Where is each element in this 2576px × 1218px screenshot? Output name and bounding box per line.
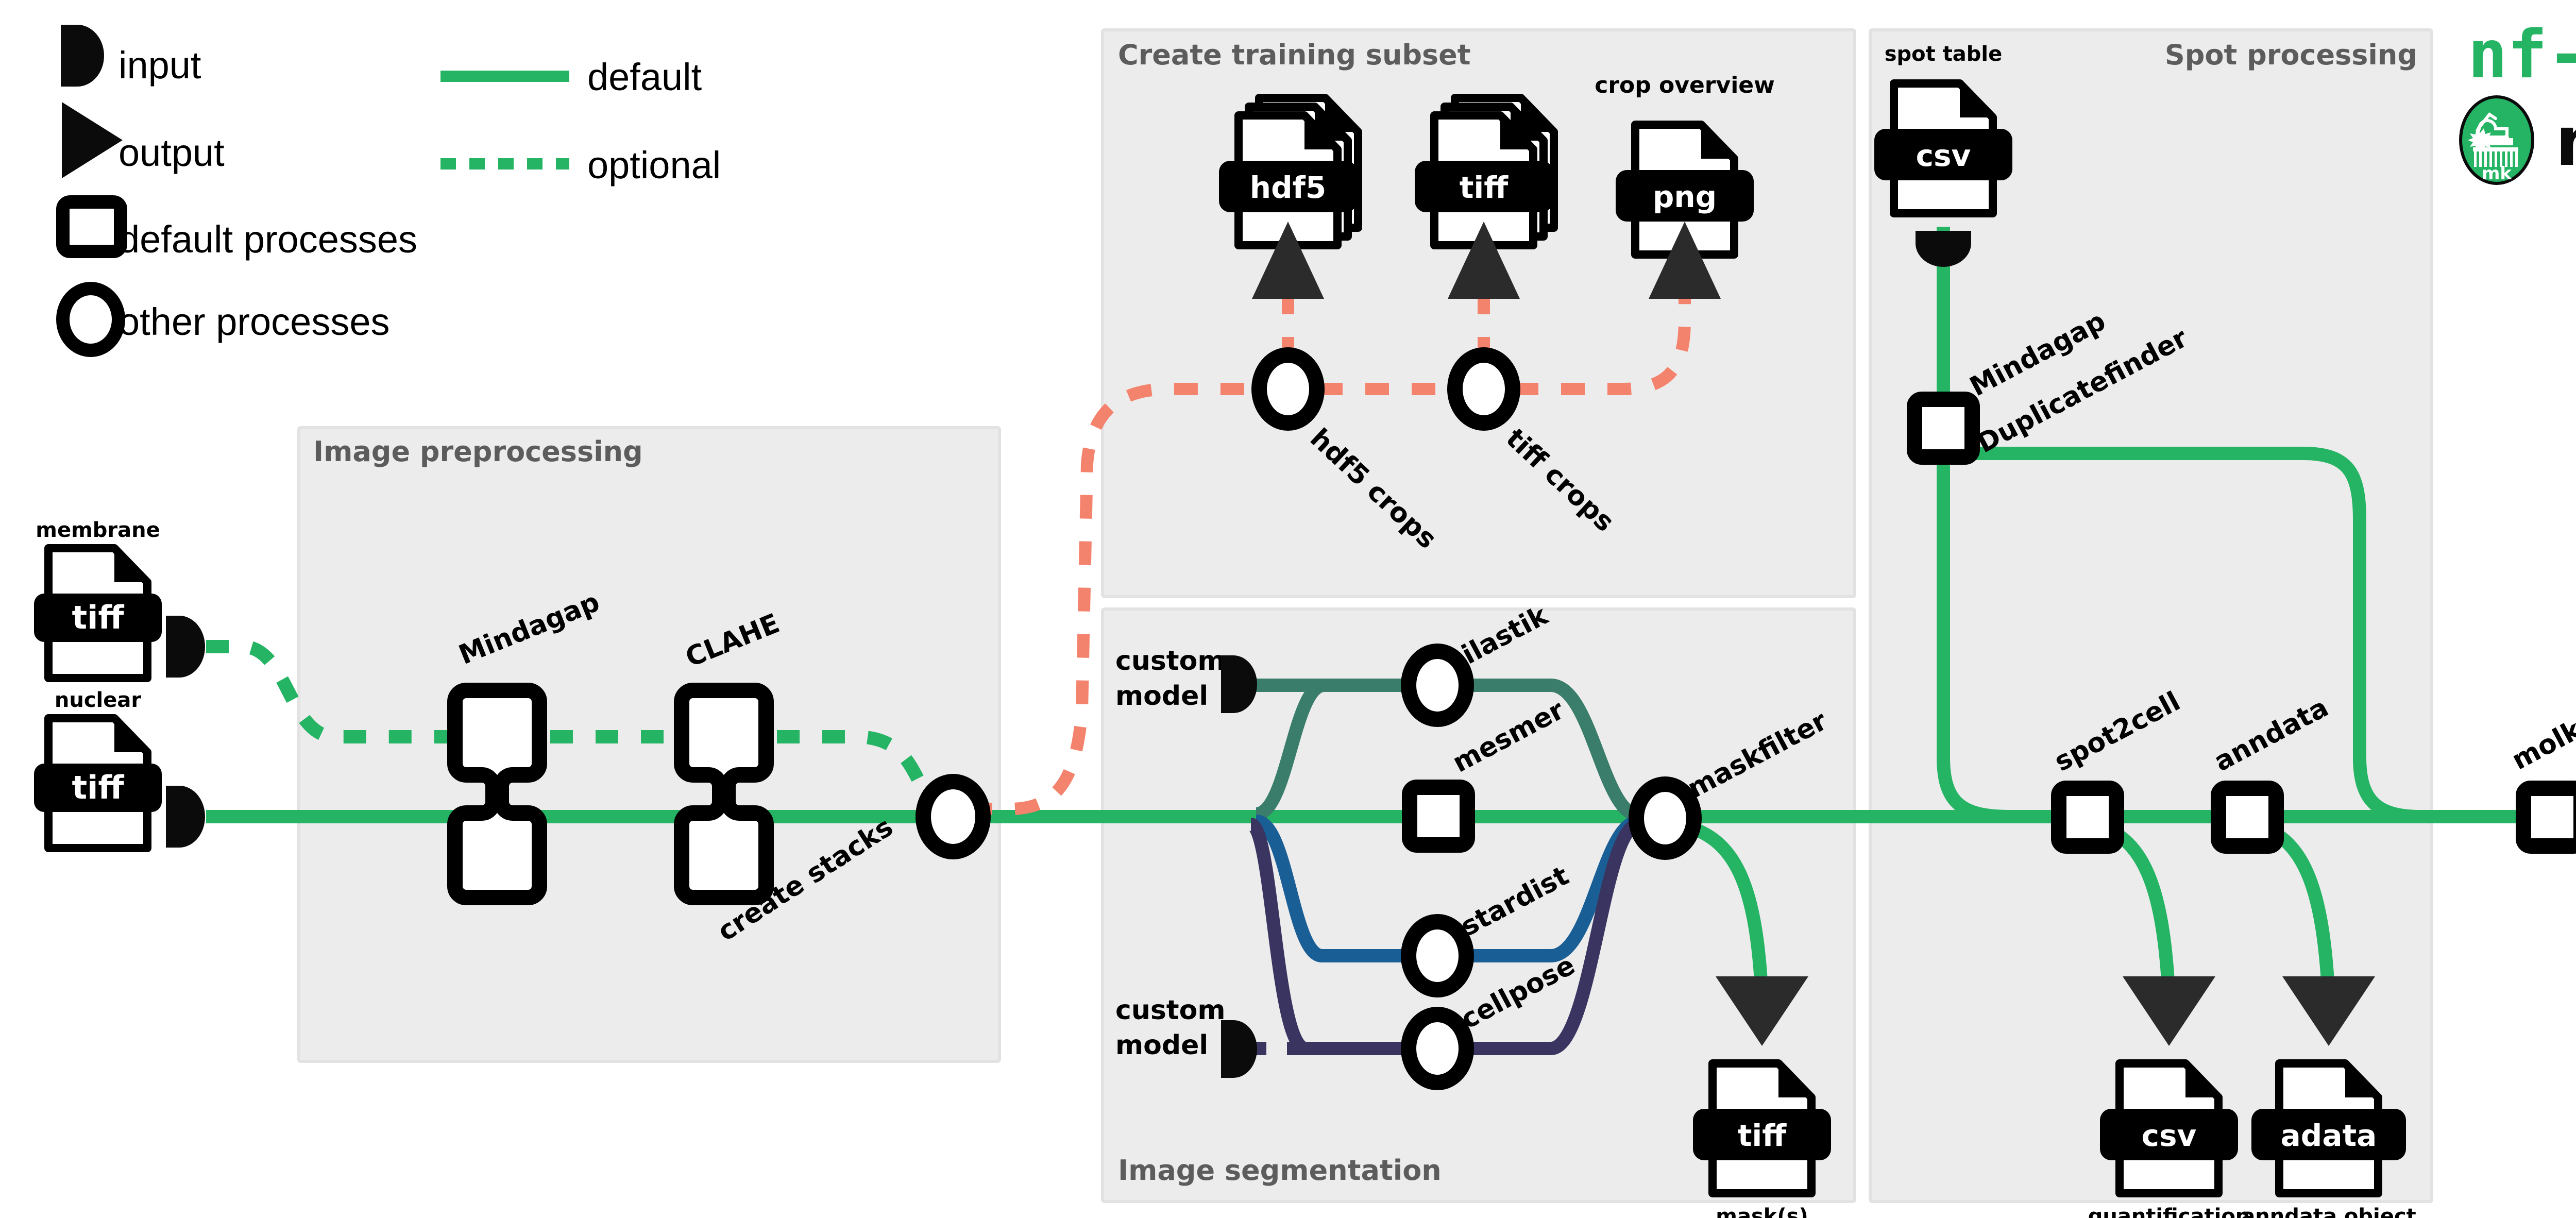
custom-model-label-line2-b: model [1115, 1030, 1208, 1061]
output-arrow-anndata-object [2282, 976, 2375, 1046]
file-caption-masks: mask(s) [1716, 1205, 1808, 1218]
output-arrow-tiff [1448, 222, 1520, 299]
custom-model-label-line1-b: custom [1115, 995, 1226, 1026]
legend-input-marker-icon [61, 25, 104, 87]
file-ext-png: png [1653, 179, 1717, 214]
input-file-spot-table: spot table csv [1874, 42, 2012, 213]
edge-createstacks-to-crops-salmon [969, 383, 1257, 815]
output-arrow-masks [1716, 976, 1808, 1046]
legend-square-process-icon [56, 195, 127, 258]
output-file-tiff-crops: tiff [1415, 98, 1554, 245]
legend-label-default-processes: default processes [118, 218, 417, 261]
edge-ilastik-to-maskfilter [1467, 679, 1640, 822]
legend-label-other-processes: other processes [118, 300, 390, 343]
panel-title-create-training-subset: Create training subset [1118, 39, 1471, 71]
input-file-membrane: membrane tiff [34, 518, 162, 678]
edge-tiffcrops-to-png-salmon [1515, 222, 1691, 395]
panel-image-preprocessing: Image preprocessing [297, 426, 1001, 1063]
legend-output-arrow-icon [62, 102, 123, 178]
legend-circle-process-icon [56, 282, 125, 357]
file-ext-quantification: csv [2142, 1118, 2197, 1153]
edge-duplicatefinder-down-to-spine [1937, 430, 2071, 823]
file-ext-membrane: tiff [72, 599, 124, 636]
input-file-nuclear: nuclear tiff [34, 688, 162, 848]
file-ext-spot-table: csv [1916, 138, 1971, 173]
input-custom-model-cellpose: custom model [1115, 995, 1257, 1078]
legend-label-input: input [118, 44, 201, 87]
custom-model-label-line1-a: custom [1115, 646, 1226, 676]
edge-membrane-optional [206, 640, 479, 743]
input-marker-membrane [166, 616, 205, 678]
file-ext-nuclear: tiff [72, 769, 124, 806]
file-ext-tiff-crops: tiff [1460, 170, 1509, 205]
brand-badge-text: mk [2482, 163, 2512, 184]
lawnmower-icon: mk [2459, 95, 2534, 185]
output-arrow-quantification [2123, 976, 2215, 1046]
panel-spot-processing: Spot processing [1869, 28, 2433, 1203]
legend-label-default-line: default [587, 56, 702, 98]
input-custom-model-ilastik: custom model [1115, 646, 1257, 713]
output-file-quantification: csv quantification [2088, 1063, 2250, 1218]
panel-title-image-preprocessing: Image preprocessing [313, 435, 643, 468]
panel-title-image-segmentation: Image segmentation [1118, 1154, 1442, 1187]
legend: input output default processes other pro… [56, 25, 721, 357]
file-caption-quantification: quantification [2088, 1205, 2250, 1218]
file-caption-spot-table: spot table [1885, 42, 2003, 66]
edge-cellpose-branch [1248, 818, 1406, 1055]
file-caption-nuclear: nuclear [55, 688, 141, 712]
output-arrow-png [1649, 222, 1721, 299]
custom-model-label-line2-a: model [1115, 681, 1208, 712]
input-marker-spot-table [1916, 231, 1971, 267]
process-label-molkartqc: molkartqc [2507, 678, 2576, 776]
file-caption-membrane: membrane [36, 518, 160, 542]
brand-logo: nf- core/ molkart mk [2459, 16, 2576, 185]
legend-label-output: output [118, 131, 225, 174]
file-ext-anndata-object: adata [2281, 1118, 2377, 1153]
output-arrow-hdf5 [1252, 222, 1324, 299]
output-file-masks: tiff mask(s) [1693, 1063, 1831, 1218]
file-caption-crop-overview: crop overview [1595, 72, 1775, 98]
file-ext-hdf5: hdf5 [1250, 170, 1326, 205]
brand-pipeline-text: molkart [2555, 102, 2576, 181]
brand-nf-text: nf- [2468, 16, 2576, 93]
process-molkartqc[interactable]: molkartqc [2507, 678, 2576, 854]
input-marker-nuclear [166, 786, 205, 848]
output-file-crop-overview: crop overview png [1595, 72, 1775, 255]
edge-cellpose-to-maskfilter [1467, 818, 1640, 1055]
file-caption-anndata-object: anndata object [2241, 1205, 2416, 1218]
output-file-hdf5-crops: hdf5 [1219, 98, 1358, 245]
edge-stardist-branch [1255, 815, 1406, 962]
legend-label-optional-line: optional [587, 144, 721, 187]
file-ext-masks: tiff [1738, 1118, 1787, 1153]
edge-duplicatefinder-right-loop [1973, 447, 2452, 823]
panel-title-spot-processing: Spot processing [2165, 39, 2417, 71]
output-file-anndata-object: adata anndata object [2241, 1063, 2416, 1218]
